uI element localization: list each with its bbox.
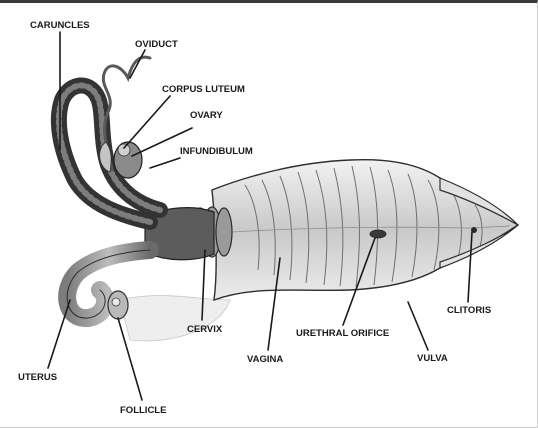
label-vulva: VULVA — [417, 353, 448, 364]
urethral-orifice-shape — [370, 230, 386, 238]
label-follicle: FOLLICLE — [120, 405, 166, 416]
label-vagina: VAGINA — [247, 354, 283, 365]
corpus-luteum-shape — [118, 144, 130, 156]
label-caruncles: CARUNCLES — [30, 20, 90, 31]
label-clitoris: CLITORIS — [447, 305, 491, 316]
label-cervix: CERVIX — [187, 324, 222, 335]
label-corpus-luteum: CORPUS LUTEUM — [162, 84, 245, 95]
label-uterus: UTERUS — [18, 372, 57, 383]
label-oviduct: OVIDUCT — [135, 39, 178, 50]
label-infundibulum: INFUNDIBULUM — [180, 146, 253, 157]
label-urethral-orifice: URETHRAL ORIFICE — [296, 328, 389, 339]
label-ovary: OVARY — [190, 110, 223, 121]
